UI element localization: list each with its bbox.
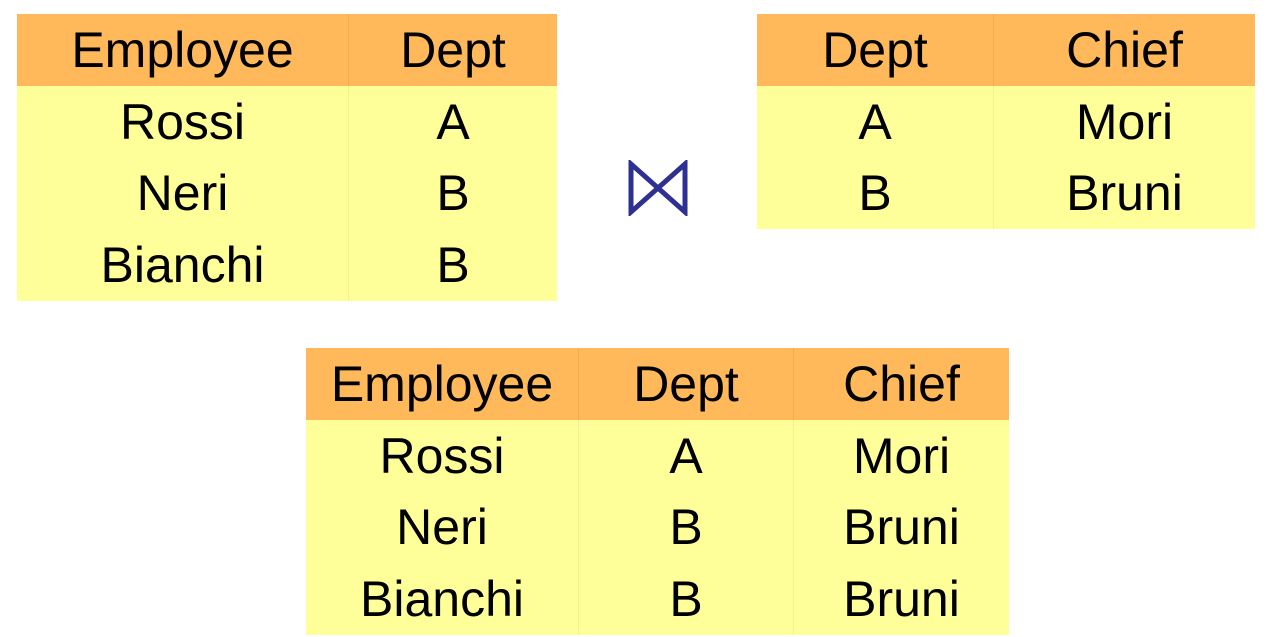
cell-dept: B xyxy=(858,165,892,222)
cell-chief: Mori xyxy=(793,419,1009,492)
cell-employee: Neri xyxy=(136,165,229,222)
cell-employee: Neri xyxy=(396,499,488,556)
table-header: Employee Dept xyxy=(17,14,557,86)
cell-employee: Rossi xyxy=(119,93,246,150)
cell-employee: Bianchi xyxy=(100,237,265,294)
cell-dept: B xyxy=(578,563,793,635)
cell-chief: Bruni xyxy=(793,491,1009,564)
table-row: Rossi A xyxy=(17,85,557,158)
natural-join-icon xyxy=(628,160,688,216)
cell-chief: Mori xyxy=(993,85,1255,158)
table-header: Dept Chief xyxy=(757,14,1255,86)
cell-dept: A xyxy=(858,93,892,150)
header-dept: Dept xyxy=(822,21,928,78)
table-row: A Mori xyxy=(757,85,1255,158)
header-chief: Chief xyxy=(793,348,1009,420)
cell-dept: B xyxy=(348,229,557,301)
table-row: Bianchi B Bruni xyxy=(306,563,1009,635)
cell-dept: B xyxy=(348,157,557,230)
table-row: Rossi A Mori xyxy=(306,419,1009,492)
cell-chief: Bruni xyxy=(793,563,1009,635)
header-chief: Chief xyxy=(993,14,1255,86)
cell-chief: Bruni xyxy=(993,157,1255,230)
header-employee: Employee xyxy=(71,21,294,78)
result-relation-table: Employee Dept Chief Rossi A Mori Neri B … xyxy=(306,348,1009,635)
table-header: Employee Dept Chief xyxy=(306,348,1009,420)
cell-employee: Bianchi xyxy=(360,571,524,628)
table-row: Bianchi B xyxy=(17,229,557,301)
cell-employee: Rossi xyxy=(379,427,505,484)
cell-dept: B xyxy=(578,491,793,564)
left-relation-table: Employee Dept Rossi A Neri B Bianchi B xyxy=(17,14,557,301)
header-dept: Dept xyxy=(578,348,793,420)
table-row: Neri B xyxy=(17,157,557,230)
join-symbol-shape xyxy=(628,160,688,216)
cell-dept: A xyxy=(578,419,793,492)
right-relation-table: Dept Chief A Mori B Bruni xyxy=(757,14,1255,230)
header-dept: Dept xyxy=(348,14,557,86)
table-row: Neri B Bruni xyxy=(306,491,1009,564)
table-row: B Bruni xyxy=(757,157,1255,230)
header-employee: Employee xyxy=(330,355,554,412)
cell-dept: A xyxy=(348,85,557,158)
